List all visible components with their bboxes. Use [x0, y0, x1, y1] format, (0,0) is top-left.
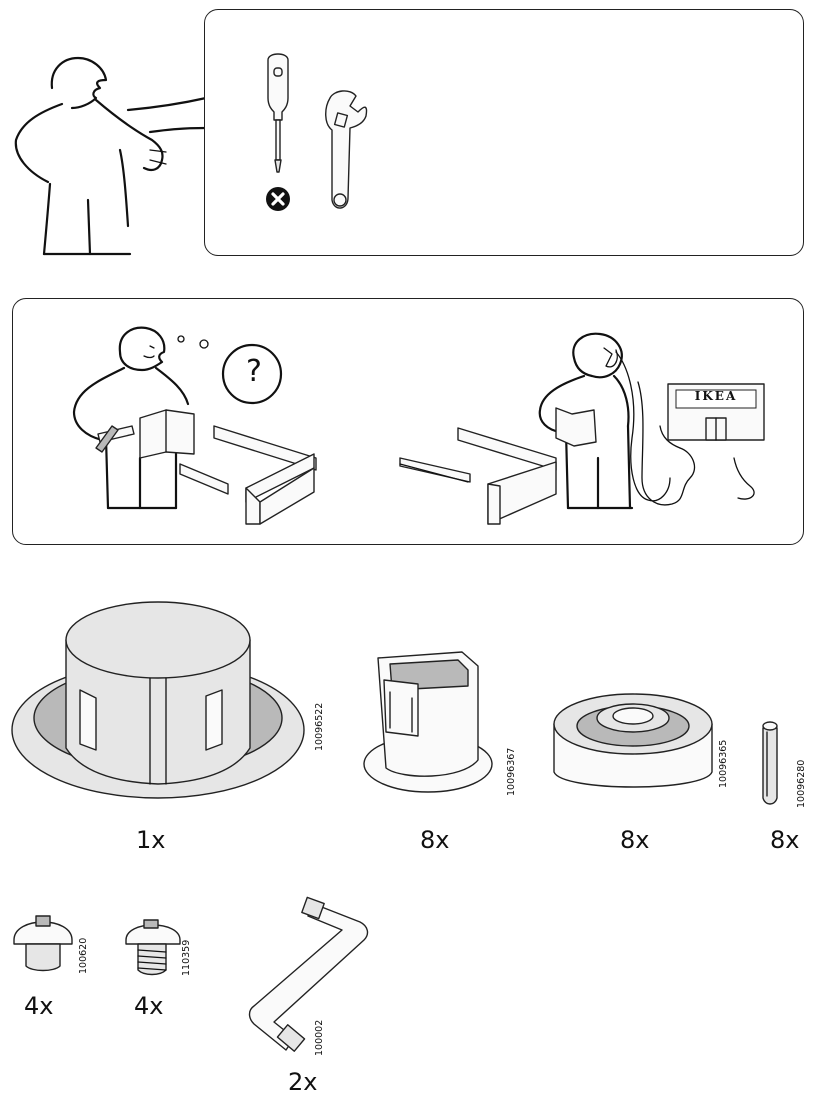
bushing-part-icon: [553, 693, 713, 788]
screwdriver-icon: [267, 53, 289, 173]
part-7-quantity: 2x: [288, 1068, 318, 1096]
part-4-quantity: 8x: [770, 826, 800, 854]
part-2-code: 10096367: [506, 747, 517, 796]
allen-key-part-icon: [248, 896, 369, 1052]
part-6-quantity: 4x: [134, 992, 164, 1020]
cap-nut-part-icon: [13, 915, 73, 972]
socket-part-icon: [363, 651, 493, 793]
ikea-store-sign: IKEA: [694, 389, 738, 403]
part-4-code: 10096280: [796, 759, 807, 808]
pin-part-icon: [762, 721, 778, 805]
confused-man-figure: [72, 326, 317, 525]
not-allowed-icon: [266, 187, 290, 211]
part-1-code: 10096522: [314, 702, 325, 751]
part-1-quantity: 1x: [136, 826, 166, 854]
assembly-man-figure: [14, 56, 208, 256]
question-mark: ?: [246, 354, 262, 389]
tools-panel: [204, 9, 804, 256]
screw-part-icon: [125, 919, 181, 976]
phone-call-man-figure: [399, 332, 765, 525]
base-part-icon: [11, 601, 305, 799]
part-3-code: 10096365: [718, 739, 729, 788]
part-6-code: 110359: [181, 939, 192, 976]
part-5-quantity: 4x: [24, 992, 54, 1020]
part-5-code: 100620: [78, 937, 89, 974]
part-3-quantity: 8x: [620, 826, 650, 854]
part-7-code: 100002: [314, 1019, 325, 1056]
adjustable-wrench-icon: [325, 90, 368, 209]
part-2-quantity: 8x: [420, 826, 450, 854]
